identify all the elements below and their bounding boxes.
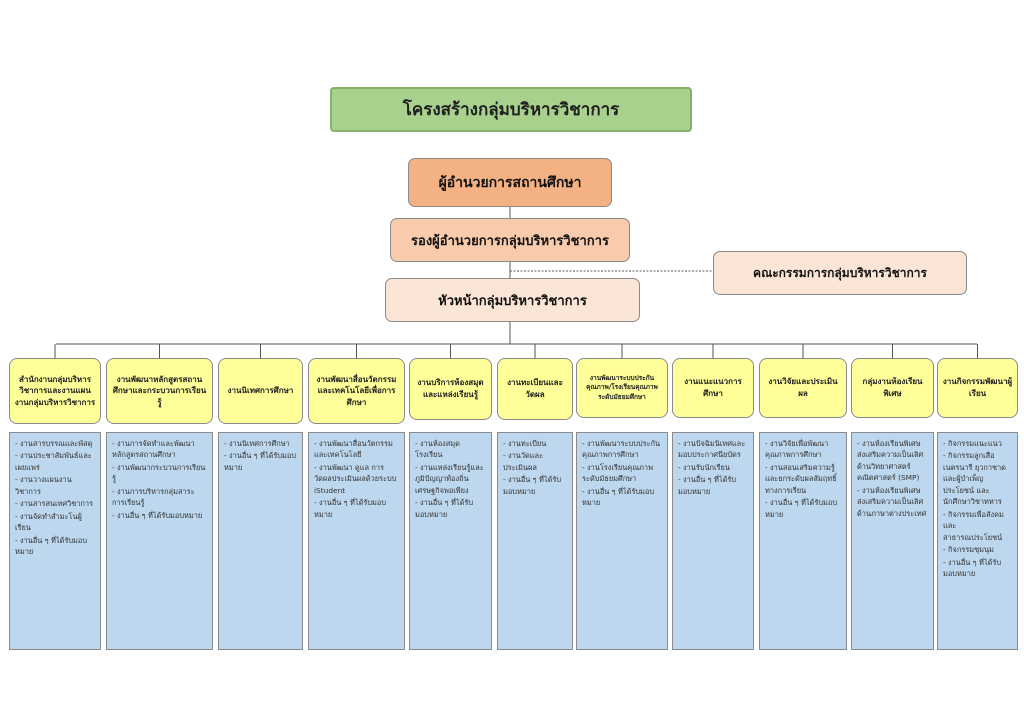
task-item: - งานสารสนเทศวิชาการ [15,499,94,509]
task-item: - งานประชาสัมพันธ์และเผยแพร่ [15,451,92,472]
task-item: - งานรับนักเรียน [678,462,730,472]
task-item: - งานพัฒนาระบบประกันคุณภาพการศึกษา [582,439,661,460]
task-item: - งานทะเบียน [503,439,547,448]
task-item: - งานแหล่งเรียนรู้และภูมิปัญญาท้องถิ่นเศ… [415,462,484,495]
task-item: - งานการจัดทำและพัฒนาหลักสูตรสถานศึกษา [112,439,195,460]
unit-node: งานพัฒนาระบบประกันคุณภาพ/โรงเรียนคุณภาพร… [576,358,668,418]
task-item: - งานห้องสมุดโรงเรียน [415,439,460,460]
task-item: - งานวัดและประเมินผล [503,451,544,472]
unit-node: งานแนะแนวการศึกษา [672,358,754,418]
task-item: - งานอื่น ๆ ที่ได้รับมอบหมาย [415,498,474,519]
task-item: - กิจกรรมชุมนุม [943,545,994,555]
task-item: - กิจกรรมลูกเสือ เนตรนารี ยุวกาชาด และผู… [943,451,1006,507]
unit-node: งานวิจัยและประเมินผล [759,358,847,418]
task-list: - งานห้องสมุดโรงเรียน- งานแหล่งเรียนรู้แ… [409,432,492,650]
task-item: - งานปัจฉิมนิเทศและมอบประกาศนียบัตร [678,439,746,460]
unit-node: กลุ่มงานห้องเรียนพิเศษ [851,358,934,418]
task-item: - งานพัฒนากระบวนการเรียนรู้ [112,462,206,484]
chart-title: โครงสร้างกลุ่มบริหารวิชาการ [330,87,692,132]
task-list: - งานสารบรรณและพัสดุ - งานประชาสัมพันธ์แล… [9,432,101,650]
task-item: - งานวิจัยเพื่อพัฒนาคุณภาพการศึกษา [765,439,829,460]
task-item: - งานวางแผนงานวิชาการ [15,475,72,496]
task-list: - งานนิเทศการศึกษา - งานอื่น ๆ ที่ได้รับม… [218,432,303,650]
task-item: - งานการบริหารกลุ่มสาระการเรียนรู้ [112,486,195,508]
academic-head-node: หัวหน้ากลุ่มบริหารวิชาการ [385,278,640,322]
task-list: - งานพัฒนาสื่อนวัตกรรม และเทคโนโลยี- งาน… [308,432,405,650]
task-item: - งานสอนเสริมความรู้และยกระดับผลสัมฤทธิ์… [765,462,837,495]
task-item: - งานจัดทำสำมะโนผู้เรียน [15,511,82,533]
unit-node: งานทะเบียนและวัดผล [497,358,573,420]
task-list: - งานพัฒนาระบบประกันคุณภาพการศึกษา- งานโ… [576,432,668,650]
task-list: - งานปัจฉิมนิเทศและมอบประกาศนียบัตร - งาน… [672,432,754,650]
task-list: - งานการจัดทำและพัฒนาหลักสูตรสถานศึกษา- … [106,432,213,650]
unit-node: งานนิเทศการศึกษา [218,358,303,424]
task-item: - กิจกรรมเพื่อสังคมและสาธารณประโยชน์ [943,509,1004,542]
task-list: - กิจกรรมแนะแนว - กิจกรรมลูกเสือ เนตรนารี… [937,432,1018,650]
unit-node: งานบริการห้องสมุดและแหล่งเรียนรู้ [409,358,492,420]
task-item: - งานพัฒนาสื่อนวัตกรรม และเทคโนโลยี [314,439,393,460]
unit-node: งานพัฒนาสื่อนวัตกรรมและเทคโนโลยีเพื่อการ… [308,358,405,424]
task-list: - งานทะเบียน - งานวัดและประเมินผล - งานอื่… [497,432,573,650]
task-item: - กิจกรรมแนะแนว [943,439,1002,448]
unit-node: งานกิจกรรมพัฒนาผู้เรียน [937,358,1018,418]
task-list: - งานวิจัยเพื่อพัฒนาคุณภาพการศึกษา- งานส… [759,432,847,650]
task-list: - งานห้องเรียนพิเศษส่งเสริมความเป็นเลิศด… [851,432,934,650]
task-item: - งานอื่น ๆ ที่ได้รับมอบหมาย [314,498,387,519]
unit-node: งานพัฒนาหลักสูตรสถานศึกษาและกระบวนการเรี… [106,358,213,424]
task-item: - งานพัฒนา ดูแล การวัดผลประเมินผลด้วยระบ… [314,462,397,495]
director-node: ผู้อำนวยการสถานศึกษา [408,158,612,207]
task-item: - งานอื่น ๆ ที่ได้รับมอบหมาย [224,451,297,472]
task-item: - งานอื่น ๆ ที่ได้รับมอบหมาย [15,535,88,557]
task-item: - งานอื่น ๆ ที่ได้รับมอบหมาย [765,498,838,519]
task-item: - งานห้องเรียนพิเศษส่งเสริมความเป็นเลิศด… [857,439,924,483]
task-item: - งานห้องเรียนพิเศษส่งเสริมความเป็นเลิศด… [857,485,927,518]
task-item: - งานอื่น ๆ ที่ได้รับมอบหมาย [582,486,655,508]
task-item: - งานอื่น ๆ ที่ได้รับมอบหมาย [503,475,562,496]
deputy-director-node: รองผู้อำนวยการกลุ่มบริหารวิชาการ [390,218,630,262]
task-item: - งานสารบรรณและพัสดุ [15,439,93,448]
unit-node: สำนักงานกลุ่มบริหารวิชาการและงานแผนงานกล… [9,358,101,424]
task-item: - งานอื่น ๆ ที่ได้รับมอบหมาย [112,510,203,520]
task-item: - งานอื่น ๆ ที่ได้รับมอบหมาย [678,475,737,496]
task-item: - งานโรงเรียนคุณภาพระดับมัธยมศึกษา [582,462,653,484]
committee-node: คณะกรรมการกลุ่มบริหารวิชาการ [713,251,967,295]
task-item: - งานนิเทศการศึกษา [224,439,290,448]
task-item: - งานอื่น ๆ ที่ได้รับมอบหมาย [943,557,1002,579]
